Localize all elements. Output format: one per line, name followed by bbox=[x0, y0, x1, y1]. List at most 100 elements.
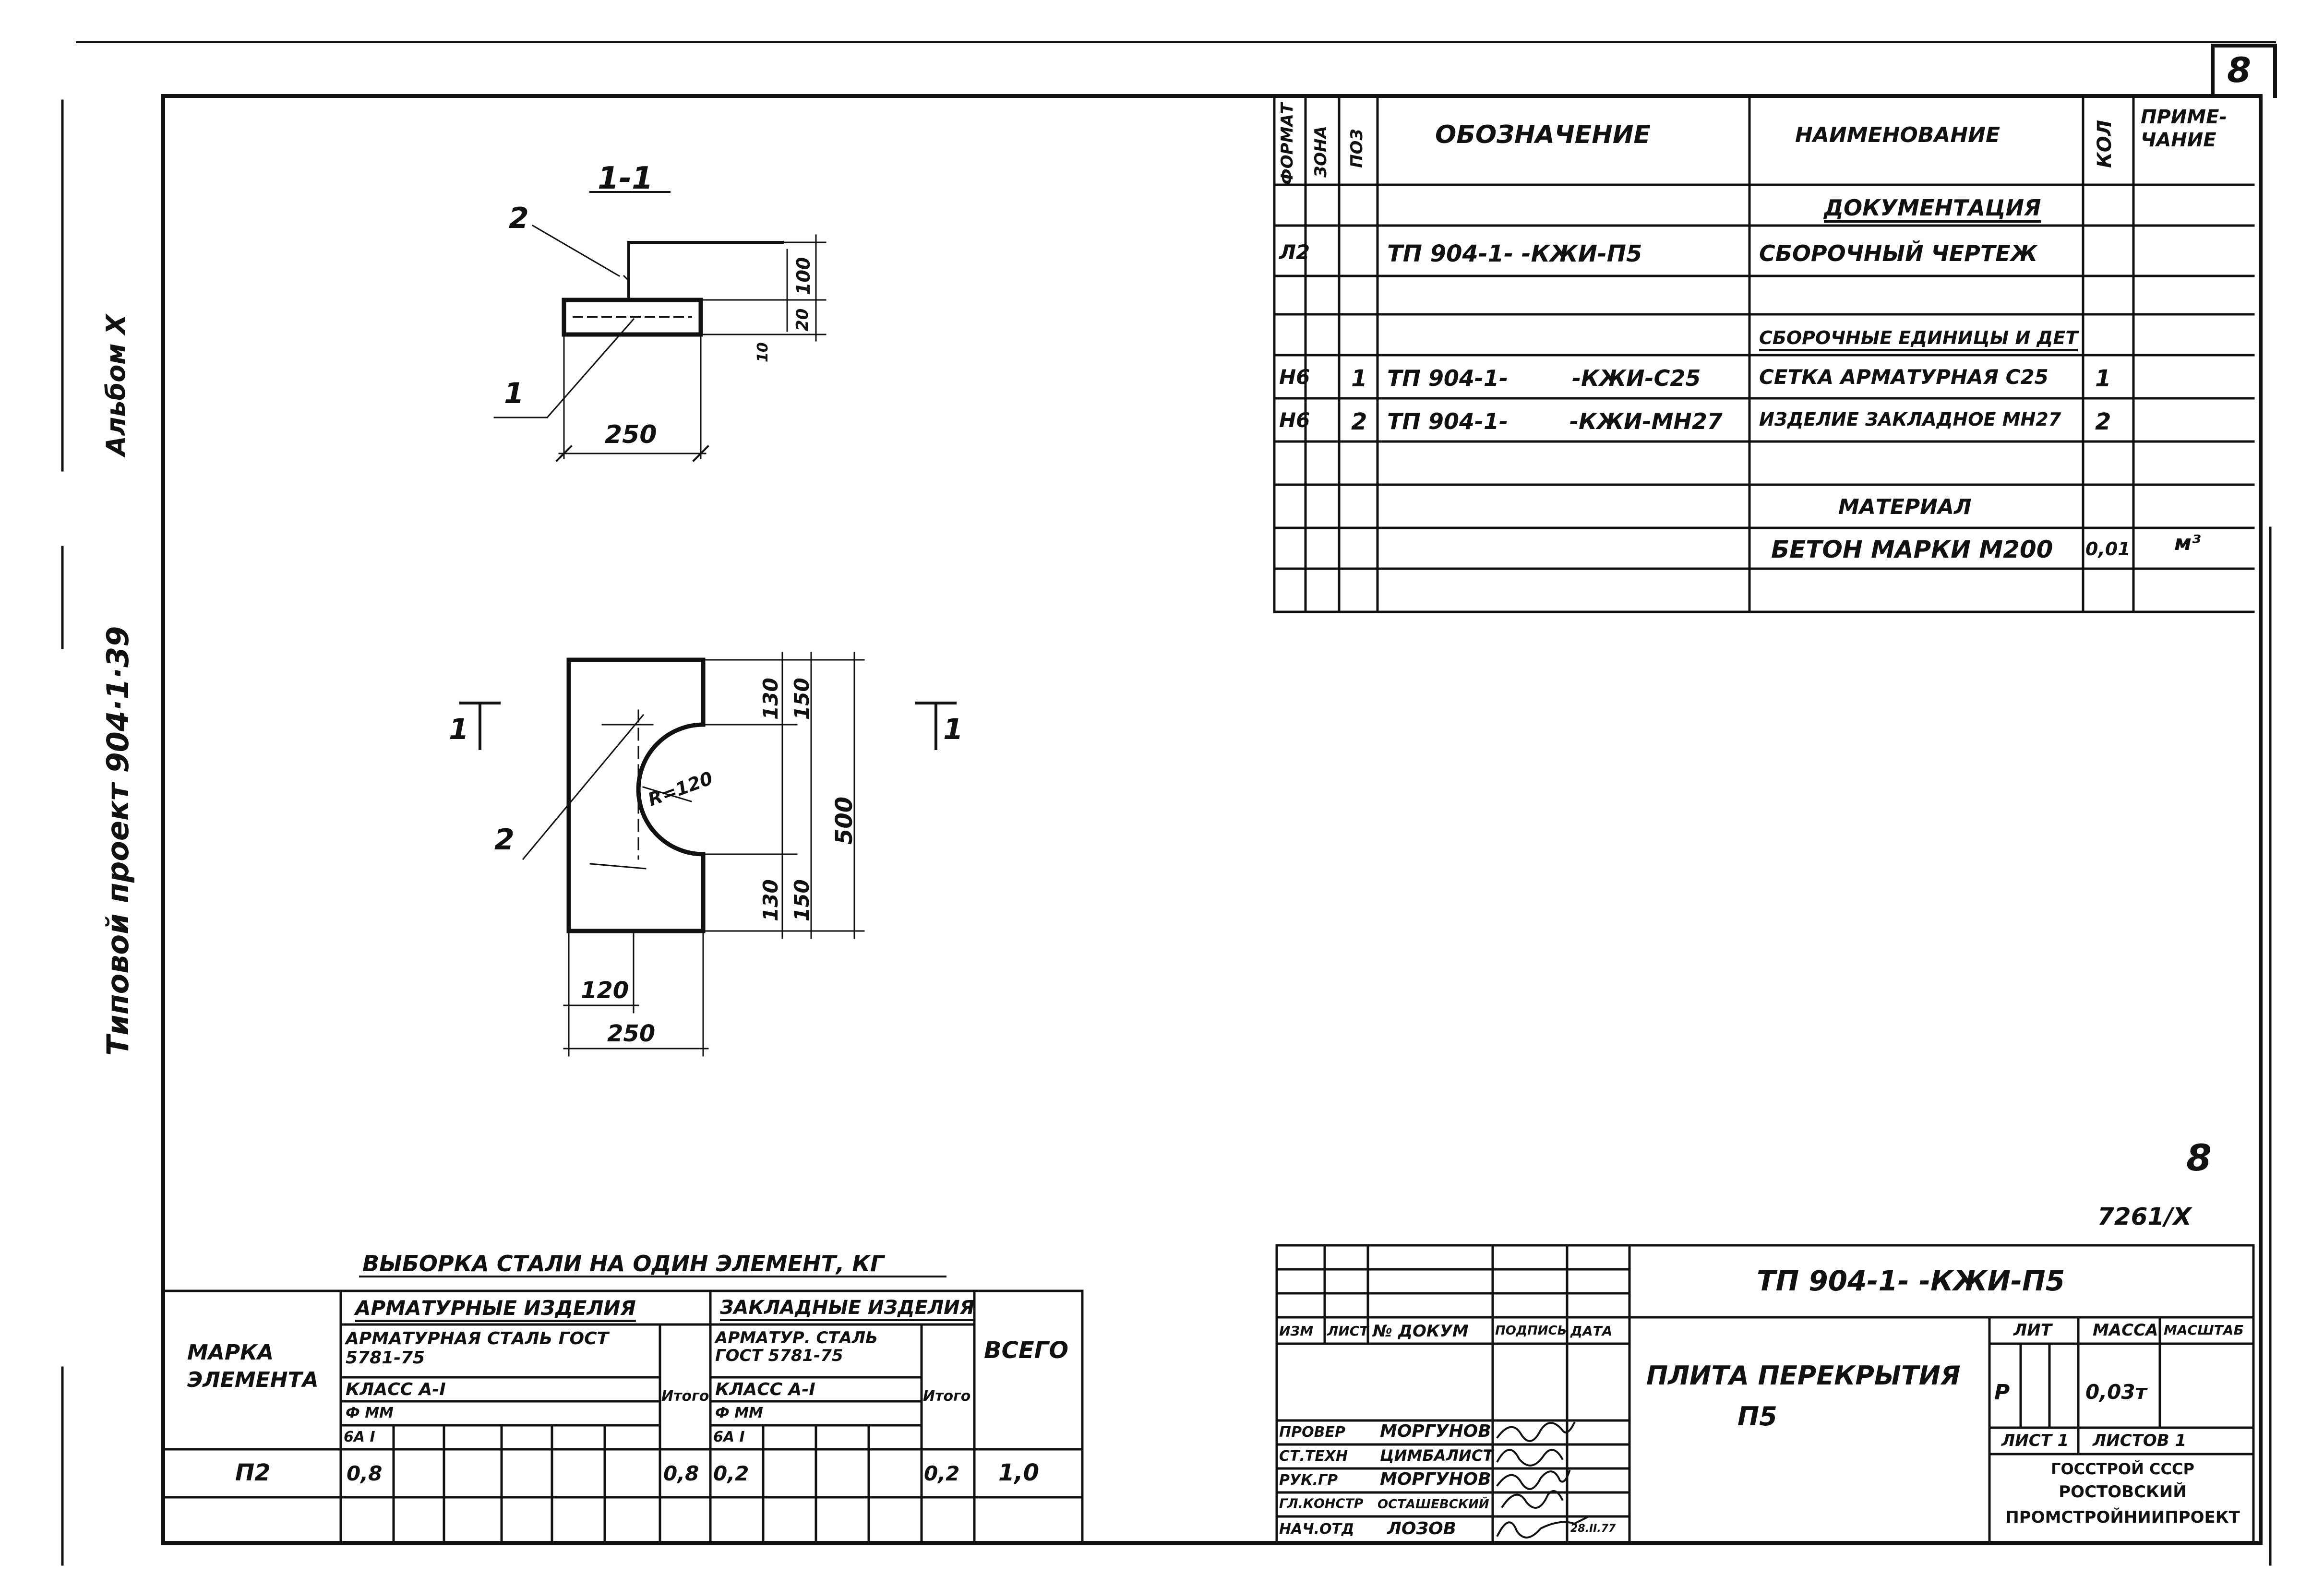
inventory-number: 7261/X bbox=[2097, 1203, 2192, 1230]
section-dim-100: 100 bbox=[793, 257, 814, 295]
tb-role-1: Ст.техн bbox=[1279, 1448, 1348, 1465]
spec-row-concrete-name: Бетон марки М200 bbox=[1771, 536, 2053, 563]
spec-row-concrete-qty: 0,01 bbox=[2085, 538, 2131, 560]
tb-name-4: Лозов bbox=[1387, 1519, 1457, 1539]
steel-row-arm-total: 0,8 bbox=[663, 1462, 699, 1485]
plan-dim-150-bot: 150 bbox=[790, 879, 814, 921]
tb-sheet: Лист 1 bbox=[2001, 1431, 2069, 1450]
steel-row-mark: П2 bbox=[235, 1459, 271, 1486]
spec-row-c25-pos: 1 bbox=[1351, 365, 1367, 392]
margin-album-text: Альбом X bbox=[101, 314, 131, 456]
steel-bar-arm: 6А I bbox=[344, 1429, 375, 1445]
spec-row-mn27-designation: ТП 904-1- bbox=[1387, 408, 1509, 434]
spec-row-p5-format: Л2 bbox=[1279, 240, 1310, 264]
steel-arm-steel: Арматурная сталь ГОСТ 5781-75 bbox=[346, 1329, 609, 1368]
page-number: 8 bbox=[2186, 1136, 2212, 1179]
steel-bar-emb: 6А I bbox=[713, 1429, 745, 1445]
spec-row-concrete-note: м³ bbox=[2174, 531, 2201, 555]
plan-dim-500: 500 bbox=[831, 796, 858, 845]
spec-section-material: Материал bbox=[1838, 495, 1972, 519]
spec-row-mn27-name: Изделие закладное МН27 bbox=[1759, 409, 2061, 430]
plan-leader-2: 2 bbox=[494, 823, 515, 857]
section-label: 1-1 bbox=[598, 161, 653, 196]
tb-hdr-date: Дата bbox=[1570, 1323, 1613, 1339]
tb-scale-header: Масштаб bbox=[2164, 1322, 2244, 1338]
plan-dim-130-bot: 130 bbox=[759, 879, 782, 921]
signatures bbox=[1496, 1421, 1590, 1539]
spec-row-c25-name: Сетка арматурная С25 bbox=[1759, 365, 2048, 389]
tb-mass-value: 0,03т bbox=[2085, 1380, 2147, 1404]
tb-role-3: Гл.констр bbox=[1279, 1496, 1364, 1511]
steel-emb-steel: Арматур. сталь ГОСТ 5781-75 bbox=[715, 1328, 878, 1366]
spec-header-name: Наименование bbox=[1795, 123, 2001, 147]
tb-role-4: Нач.отд bbox=[1279, 1521, 1354, 1538]
spec-row-mn27-qty: 2 bbox=[2095, 408, 2111, 435]
plan-dim-130-top: 130 bbox=[759, 678, 782, 720]
section-leader-1: 1 bbox=[504, 377, 524, 410]
tb-hdr-izm: Изм bbox=[1279, 1323, 1314, 1339]
steel-table-title: Выборка стали на один элемент, кг bbox=[362, 1251, 885, 1277]
spec-row-c25-designation: ТП 904-1- bbox=[1387, 365, 1509, 391]
steel-row-total: 1,0 bbox=[998, 1459, 1040, 1486]
tb-sheets: Листов 1 bbox=[2093, 1431, 2187, 1450]
plan-dim-120: 120 bbox=[581, 977, 629, 1004]
org-line-1: ГОССТРОЙ СССР bbox=[2051, 1460, 2194, 1478]
plan-cut-left-label: 1 bbox=[449, 713, 469, 746]
plan-dim-150-top: 150 bbox=[790, 678, 814, 720]
tb-lit-value: Р bbox=[1994, 1380, 2010, 1405]
section-dim-10: 10 bbox=[755, 342, 771, 362]
tb-hdr-list: Лист bbox=[1327, 1323, 1369, 1339]
doc-code: ТП 904-1- -КЖИ-П5 bbox=[1757, 1265, 2065, 1297]
steel-dia-emb: Ф мм bbox=[715, 1405, 763, 1421]
tb-hdr-sign: Подпись bbox=[1495, 1324, 1567, 1338]
steel-itogo-arm: Итого bbox=[661, 1388, 709, 1405]
spec-row-p5-designation: ТП 904-1- -КЖИ-П5 bbox=[1387, 240, 1642, 267]
section-dim-20: 20 bbox=[793, 308, 812, 331]
steel-class-arm: класс А-I bbox=[346, 1380, 446, 1399]
tb-role-0: Провер bbox=[1279, 1424, 1345, 1441]
spec-header-zone: Зона bbox=[1311, 126, 1330, 178]
spec-row-mn27-format: Н6 bbox=[1279, 408, 1310, 432]
tb-name-0: Моргунов bbox=[1380, 1421, 1491, 1441]
tb-name-1: Цимбалист bbox=[1380, 1446, 1494, 1465]
tb-date: 28.II.77 bbox=[1570, 1523, 1616, 1535]
steel-class-emb: класс А-I bbox=[715, 1380, 815, 1399]
spec-row-p5-name: Сборочный чертеж bbox=[1759, 240, 2038, 266]
plan-cut-right-label: 1 bbox=[943, 713, 963, 746]
steel-row-arm: 0,8 bbox=[347, 1462, 383, 1485]
steel-itogo-emb: Итого bbox=[923, 1388, 971, 1405]
sheet-number: 8 bbox=[2227, 50, 2252, 90]
spec-section-units: Сборочные единицы и дет bbox=[1759, 327, 2078, 348]
steel-col-total: Всего bbox=[984, 1337, 1068, 1364]
spec-header-qty: Кол bbox=[2094, 120, 2116, 168]
org-line-2: РОСТОВСКИЙ bbox=[2059, 1482, 2187, 1502]
steel-col-mark: Марка элемента bbox=[187, 1340, 319, 1393]
spec-header-format: Формат bbox=[1278, 103, 1297, 185]
steel-group-emb: Закладные изделия bbox=[720, 1297, 975, 1319]
tb-title-line2: П5 bbox=[1737, 1401, 1777, 1432]
spec-row-c25-qty: 1 bbox=[2095, 365, 2111, 392]
tb-lit-header: Лит bbox=[2013, 1321, 2052, 1340]
drawing-frame bbox=[76, 41, 2277, 1545]
section-leader-2: 2 bbox=[509, 202, 529, 235]
spec-section-docs: Документация bbox=[1824, 195, 2041, 221]
plan-dim-250: 250 bbox=[607, 1020, 656, 1047]
spec-header-designation: Обозначение bbox=[1435, 120, 1651, 149]
spec-header-pos: Поз bbox=[1347, 129, 1366, 168]
steel-table-grid bbox=[162, 1276, 1084, 1544]
spec-row-c25-format: Н6 bbox=[1279, 365, 1310, 389]
margin-project-text: Типовой проект 904·1·39 bbox=[100, 626, 135, 1056]
section-dim-width: 250 bbox=[605, 420, 657, 449]
tb-name-3: Осташевский bbox=[1378, 1497, 1489, 1512]
spec-row-mn27-pos: 2 bbox=[1351, 408, 1367, 435]
spec-row-c25-designation-code: -КЖИ-С25 bbox=[1572, 365, 1701, 391]
steel-group-arm: Арматурные изделия bbox=[355, 1296, 636, 1320]
margin-lines bbox=[61, 99, 2272, 1566]
steel-row-emb-total: 0,2 bbox=[924, 1462, 960, 1485]
tb-name-2: Моргунов bbox=[1380, 1469, 1491, 1489]
section-view bbox=[493, 191, 827, 462]
steel-dia-arm: Ф мм bbox=[346, 1405, 394, 1421]
tb-mass-header: Масса bbox=[2093, 1321, 2158, 1340]
spec-header-note: Приме-чание bbox=[2141, 106, 2227, 151]
spec-table-grid bbox=[1273, 95, 2255, 613]
